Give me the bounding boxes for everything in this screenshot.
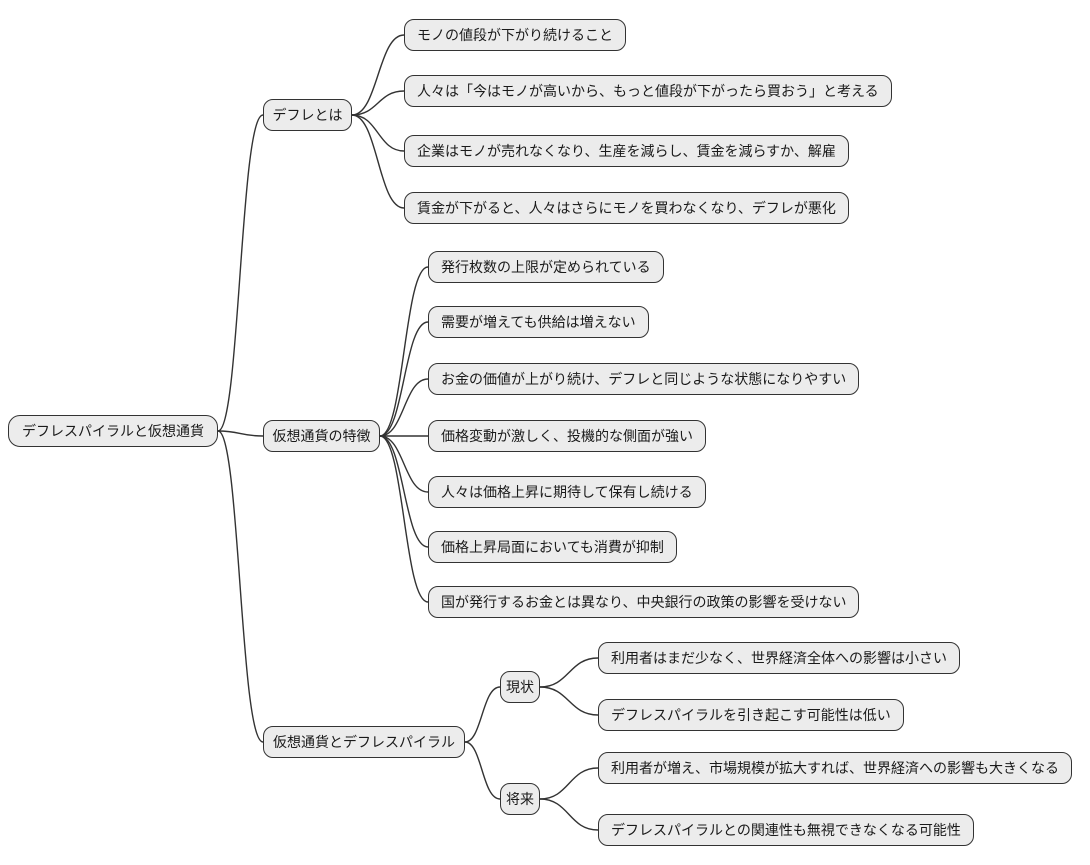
edge xyxy=(379,435,429,493)
leaf-node: 発行枚数の上限が定められている xyxy=(428,251,664,283)
leaf-node: 国が発行するお金とは異なり、中央銀行の政策の影響を受けない xyxy=(428,586,860,618)
leaf-node: 利用者が増え、市場規模が拡大すれば、世界経済への影響も大きくなる xyxy=(598,752,1072,784)
leaf-node: 需要が増えても供給は増えない xyxy=(428,306,649,338)
edge xyxy=(351,114,405,209)
leaf-node: 人々は価格上昇に期待して保有し続ける xyxy=(428,476,706,508)
edge xyxy=(351,34,405,116)
edge xyxy=(464,686,501,743)
edge xyxy=(217,430,264,437)
edge xyxy=(217,114,264,432)
subbranch-node-present: 現状 xyxy=(500,671,540,703)
leaf-node: 価格上昇局面においても消費が抑制 xyxy=(428,531,677,563)
branch-node-deflation: デフレとは xyxy=(263,99,352,131)
subbranch-node-future: 将来 xyxy=(500,783,540,815)
leaf-node: 企業はモノが売れなくなり、生産を減らし、賃金を減らすか、解雇 xyxy=(404,135,849,167)
leaf-node: デフレスパイラルとの関連性も無視できなくなる可能性 xyxy=(598,814,974,846)
leaf-node: 利用者はまだ少なく、世界経済全体への影響は小さい xyxy=(598,642,960,674)
leaf-node: お金の価値が上がり続け、デフレと同じような状態になりやすい xyxy=(428,363,860,395)
edge xyxy=(464,741,501,800)
edge xyxy=(379,321,429,437)
edge xyxy=(539,657,599,688)
edge xyxy=(217,430,264,743)
branch-node-crypto-features: 仮想通貨の特徴 xyxy=(263,420,380,452)
edge xyxy=(379,435,429,548)
leaf-node: デフレスパイラルを引き起こす可能性は低い xyxy=(598,699,904,731)
edge xyxy=(539,686,599,716)
leaf-node: 価格変動が激しく、投機的な側面が強い xyxy=(428,420,706,452)
leaf-node: モノの値段が下がり続けること xyxy=(404,19,626,51)
edge xyxy=(379,266,429,437)
leaf-node: 人々は「今はモノが高いから、もっと値段が下がったら買おう」と考える xyxy=(404,75,892,107)
branch-node-crypto-deflation-spiral: 仮想通貨とデフレスパイラル xyxy=(263,726,465,758)
edge xyxy=(351,90,405,116)
leaf-node: 賃金が下がると、人々はさらにモノを買わなくなり、デフレが悪化 xyxy=(404,192,849,224)
edge xyxy=(539,767,599,800)
edge xyxy=(351,114,405,152)
root-node: デフレスパイラルと仮想通貨 xyxy=(8,415,218,447)
edge xyxy=(539,798,599,831)
edge xyxy=(379,378,429,437)
edge xyxy=(379,435,429,603)
